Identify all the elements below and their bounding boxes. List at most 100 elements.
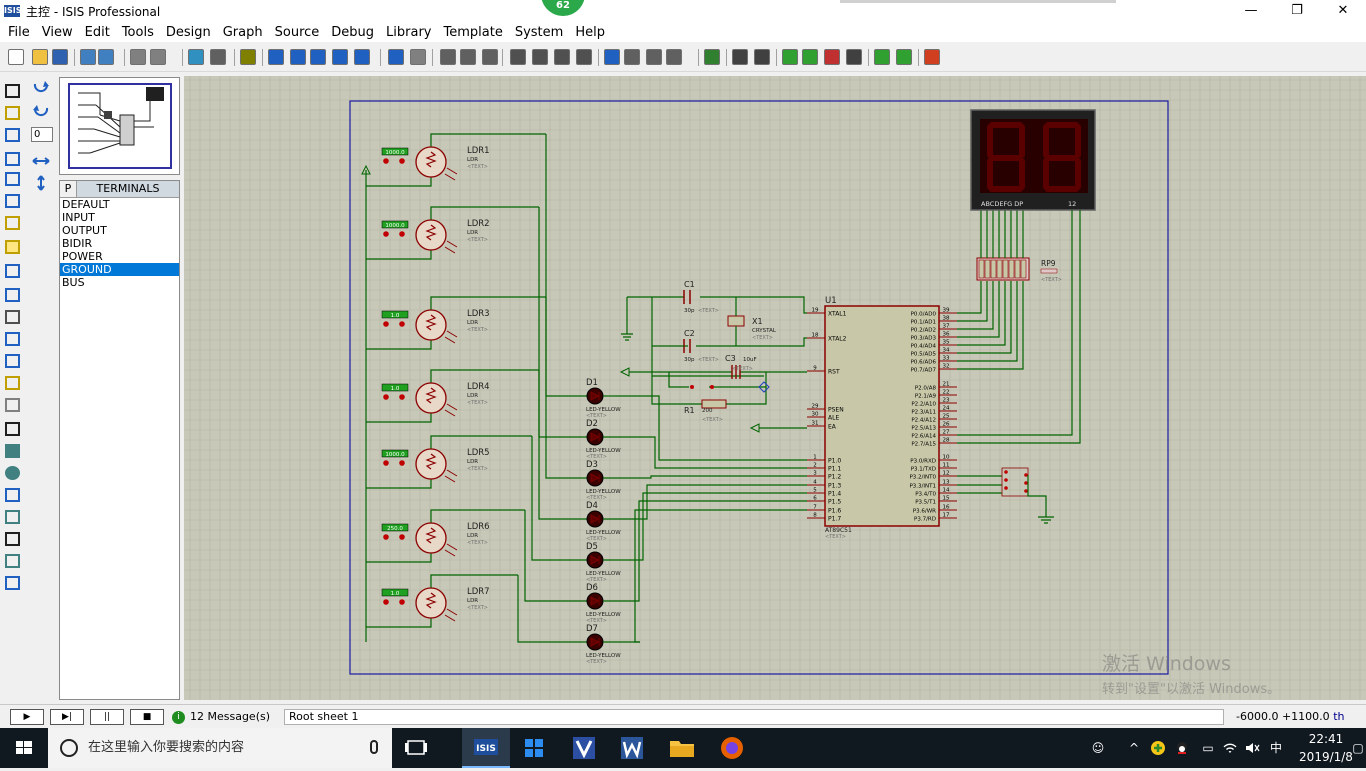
netlist-to-ares-icon[interactable] bbox=[924, 49, 940, 65]
word-icon[interactable] bbox=[608, 728, 656, 768]
switch-contact[interactable] bbox=[1024, 473, 1028, 477]
pick-devices-button[interactable]: P bbox=[60, 181, 77, 197]
box-2d-icon[interactable] bbox=[5, 444, 20, 458]
block-delete-icon[interactable] bbox=[576, 49, 592, 65]
menu-design[interactable]: Design bbox=[165, 24, 211, 40]
messages-indicator[interactable]: i 12 Message(s) bbox=[172, 709, 270, 725]
volume-icon[interactable] bbox=[1244, 740, 1260, 756]
power-terminal-icon[interactable] bbox=[361, 164, 371, 175]
ldr-reading-box[interactable] bbox=[381, 220, 409, 229]
print-area-icon[interactable] bbox=[150, 49, 166, 65]
rotation-angle-input[interactable]: 0 bbox=[31, 127, 53, 142]
block-copy-icon[interactable] bbox=[510, 49, 526, 65]
ldr-reading-box[interactable] bbox=[381, 383, 409, 392]
ldr-dec-button[interactable] bbox=[383, 534, 389, 540]
file-explorer-icon[interactable] bbox=[658, 728, 706, 768]
packaging-icon[interactable] bbox=[646, 49, 662, 65]
overview-window[interactable] bbox=[59, 77, 180, 175]
resistor-r1[interactable] bbox=[701, 399, 727, 409]
menu-graph[interactable]: Graph bbox=[222, 24, 263, 40]
save-icon[interactable] bbox=[52, 49, 68, 65]
bus-icon[interactable] bbox=[5, 194, 20, 208]
switch-contact[interactable] bbox=[1004, 486, 1008, 490]
ldr-dec-button[interactable] bbox=[383, 460, 389, 466]
keil-uvision-icon[interactable] bbox=[560, 728, 608, 768]
ldr-inc-button[interactable] bbox=[399, 460, 405, 466]
step-button[interactable]: ▶| bbox=[50, 709, 84, 725]
make-device-icon[interactable] bbox=[624, 49, 640, 65]
windows-store-icon[interactable] bbox=[510, 728, 558, 768]
ldr-dec-button[interactable] bbox=[383, 231, 389, 237]
zoom-all-icon[interactable] bbox=[332, 49, 348, 65]
junction-dot-icon[interactable] bbox=[5, 128, 20, 142]
voltage-probe-icon[interactable] bbox=[5, 354, 20, 368]
ldr-reading-box[interactable] bbox=[381, 523, 409, 532]
menu-source[interactable]: Source bbox=[274, 24, 320, 40]
maximize-button[interactable]: ❐ bbox=[1291, 3, 1303, 18]
people-icon[interactable]: ☺ bbox=[1091, 741, 1105, 755]
switch-contact[interactable] bbox=[1004, 470, 1008, 474]
paste-icon[interactable] bbox=[482, 49, 498, 65]
play-button[interactable]: ▶ bbox=[10, 709, 44, 725]
microphone-icon[interactable] bbox=[370, 740, 378, 754]
menu-template[interactable]: Template bbox=[443, 24, 503, 40]
terminal-item-output[interactable]: OUTPUT bbox=[62, 224, 107, 237]
text-2d-icon[interactable] bbox=[5, 532, 20, 546]
ldr-dec-button[interactable] bbox=[383, 158, 389, 164]
qq-tray-icon[interactable] bbox=[1174, 740, 1190, 756]
property-tool-icon[interactable] bbox=[754, 49, 770, 65]
ldr-inc-button[interactable] bbox=[399, 321, 405, 327]
refresh-icon[interactable] bbox=[188, 49, 204, 65]
rotate-anticlockwise-icon[interactable] bbox=[33, 105, 49, 117]
mirror-vertical-icon[interactable] bbox=[37, 175, 45, 191]
mcu-body[interactable] bbox=[824, 305, 940, 527]
close-button[interactable]: ✕ bbox=[1337, 3, 1349, 18]
remove-sheet-icon[interactable] bbox=[824, 49, 840, 65]
current-probe-icon[interactable] bbox=[5, 376, 20, 390]
copy-icon[interactable] bbox=[460, 49, 476, 65]
switch-contact[interactable] bbox=[1024, 481, 1028, 485]
menu-debug[interactable]: Debug bbox=[331, 24, 375, 40]
goto-sheet-icon[interactable] bbox=[846, 49, 862, 65]
terminal-item-default[interactable]: DEFAULT bbox=[62, 198, 110, 211]
ldr-dec-button[interactable] bbox=[383, 321, 389, 327]
minimize-button[interactable]: — bbox=[1244, 3, 1258, 18]
show-hidden-icons[interactable]: ^ bbox=[1128, 741, 1140, 755]
search-tag-icon[interactable] bbox=[732, 49, 748, 65]
wire-label-icon[interactable] bbox=[5, 152, 20, 166]
power-terminal-icon[interactable] bbox=[619, 367, 630, 377]
overview-viewport[interactable] bbox=[68, 83, 172, 169]
tape-recorder-icon[interactable] bbox=[5, 310, 20, 324]
ime-indicator[interactable]: 中 bbox=[1269, 741, 1282, 755]
export-icon[interactable] bbox=[98, 49, 114, 65]
firefox-icon[interactable] bbox=[708, 728, 756, 768]
switch-contact[interactable] bbox=[1024, 489, 1028, 493]
zoom-area-icon[interactable] bbox=[354, 49, 370, 65]
menu-system[interactable]: System bbox=[514, 24, 564, 40]
virtual-instrument-icon[interactable] bbox=[5, 398, 20, 412]
cut-icon[interactable] bbox=[440, 49, 456, 65]
system-clock[interactable]: 22:41 2019/1/8 bbox=[1296, 730, 1356, 766]
marker-2d-icon[interactable] bbox=[5, 576, 20, 590]
block-rotate-icon[interactable] bbox=[554, 49, 570, 65]
new-sheet-icon[interactable] bbox=[782, 49, 798, 65]
terminal-item-bus[interactable]: BUS bbox=[62, 276, 85, 289]
ldr-reading-box[interactable] bbox=[381, 588, 409, 597]
undo-icon[interactable] bbox=[388, 49, 404, 65]
notification-center-icon[interactable]: ▢ bbox=[1352, 741, 1364, 755]
zoom-in-icon[interactable] bbox=[290, 49, 306, 65]
origin-icon[interactable] bbox=[240, 49, 256, 65]
ldr-dec-button[interactable] bbox=[383, 599, 389, 605]
selection-mode-icon[interactable] bbox=[5, 84, 20, 98]
ground-terminal-icon[interactable] bbox=[1038, 516, 1054, 524]
device-pins-icon[interactable] bbox=[5, 264, 20, 278]
menu-file[interactable]: File bbox=[8, 24, 30, 40]
open-file-icon[interactable] bbox=[32, 49, 48, 65]
switch-contact[interactable] bbox=[1004, 478, 1008, 482]
ldr-inc-button[interactable] bbox=[399, 231, 405, 237]
ldr-reading-box[interactable] bbox=[381, 310, 409, 319]
taskbar-search[interactable]: 在这里输入你要搜索的内容 bbox=[48, 728, 392, 768]
decompose-icon[interactable] bbox=[666, 49, 682, 65]
terminal-item-ground[interactable]: GROUND bbox=[60, 263, 179, 276]
pick-device-icon[interactable] bbox=[604, 49, 620, 65]
